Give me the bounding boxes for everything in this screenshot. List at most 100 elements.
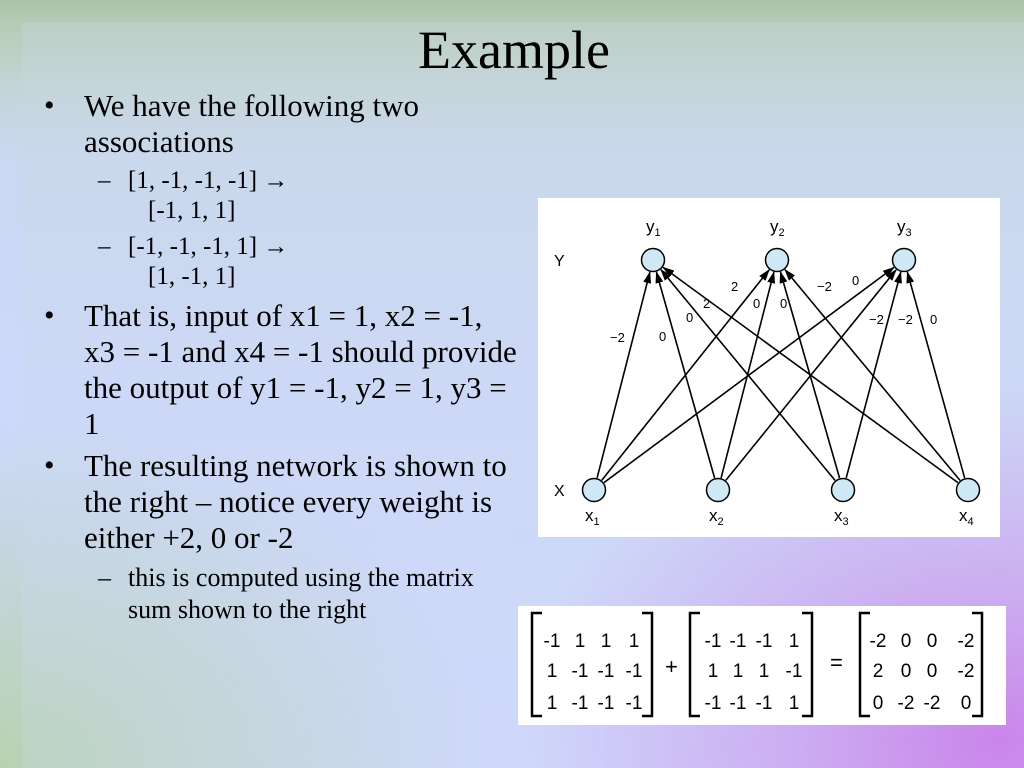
- bullet-dot-icon: •: [44, 449, 55, 482]
- matrix-cell: -1: [756, 631, 773, 652]
- output-nodes: [640, 247, 917, 273]
- matrix-cell: -1: [730, 631, 747, 652]
- association-output: [1, -1, 1]: [148, 263, 236, 290]
- bracket-right: [972, 611, 984, 718]
- matrix-cell: 0: [901, 661, 912, 682]
- weight-label: 0: [659, 329, 666, 344]
- output-label-y3: y3: [897, 217, 912, 239]
- layer-label-x: X: [554, 483, 565, 500]
- matrix-cell: -1: [572, 661, 589, 682]
- weight-label: 2: [731, 279, 738, 294]
- bullet-text: We have the following two associations: [84, 88, 419, 159]
- sub-bullet-text: this is computed using the matrix sum sh…: [128, 563, 474, 624]
- matrix-cell: -1: [756, 693, 773, 714]
- input-nodes: [581, 477, 981, 503]
- matrix-cell: 1: [733, 661, 744, 682]
- slide-body: • We have the following two associations…: [40, 88, 520, 632]
- input-node-x3: [830, 477, 856, 503]
- equals-sign: =: [830, 650, 843, 675]
- weight-label: 0: [780, 296, 787, 311]
- association-output: [-1, 1, 1]: [148, 197, 236, 224]
- matrix-cell: 1: [547, 693, 558, 714]
- connection-x1-y1: [596, 271, 652, 479]
- matrix-cell: 1: [547, 661, 558, 682]
- weight-label: −2: [869, 312, 884, 327]
- matrix-cell: 2: [873, 661, 884, 682]
- bracket-left: [688, 611, 700, 718]
- matrix-cell: -1: [598, 693, 615, 714]
- connection-x4-y1: [662, 266, 959, 484]
- matrix-cell: 0: [961, 693, 972, 714]
- matrix-cell: -2: [870, 631, 887, 652]
- input-node-x2: [705, 477, 731, 503]
- layer-label-y: Y: [554, 253, 565, 270]
- matrix-cell: 1: [601, 631, 612, 652]
- sub-bullet-association-2: – [-1, -1, -1, 1] → [1, -1, 1]: [40, 232, 520, 292]
- association-input: [1, -1, -1, -1] →: [128, 167, 289, 194]
- bracket-right: [802, 611, 814, 718]
- input-label-x2: x2: [709, 506, 724, 528]
- output-label-y1: y1: [646, 217, 661, 239]
- matrix-cell: -1: [705, 693, 722, 714]
- output-label-y2: y2: [770, 217, 785, 239]
- output-node-y2: [764, 247, 790, 273]
- bracket-left: [858, 611, 870, 718]
- weight-label: 0: [753, 296, 760, 311]
- matrix-cell: -2: [958, 661, 975, 682]
- matrix-cell: -1: [786, 661, 803, 682]
- matrix-cell: 0: [873, 693, 884, 714]
- matrix-cell: -2: [958, 631, 975, 652]
- bullet-associations: • We have the following two associations: [40, 88, 520, 160]
- matrix-cell: 1: [789, 631, 800, 652]
- matrix-cell: 1: [708, 661, 719, 682]
- dash-icon: –: [98, 233, 111, 260]
- bullet-dot-icon: •: [44, 89, 55, 122]
- bracket-left: [530, 611, 542, 718]
- sub-bullet-association-1: – [1, -1, -1, -1] → [-1, 1, 1]: [40, 166, 520, 226]
- weight-label: 2: [703, 296, 710, 311]
- matrix-cell: -1: [626, 661, 643, 682]
- matrix-cell: 0: [901, 631, 912, 652]
- matrix-cell: 0: [927, 631, 938, 652]
- connection-x4-y3: [906, 271, 966, 479]
- connection-x2-y1: [655, 271, 716, 479]
- matrix-cell: 0: [927, 661, 938, 682]
- matrix-cell: -2: [924, 693, 941, 714]
- matrix-cell: 1: [789, 693, 800, 714]
- bullet-input-output: • That is, input of x1 = 1, x2 = -1, x3 …: [40, 298, 520, 442]
- connection-x4-y2: [784, 268, 961, 481]
- weight-label: 0: [852, 273, 859, 288]
- output-node-y3: [891, 247, 917, 273]
- sub-bullet-matrix-sum: – this is computed using the matrix sum …: [40, 562, 520, 626]
- matrix-cell: 1: [759, 661, 770, 682]
- bracket-right: [642, 611, 654, 718]
- connection-lines: [596, 266, 966, 484]
- plus-sign: +: [665, 654, 678, 679]
- weight-label: −2: [898, 312, 913, 327]
- bullet-network: • The resulting network is shown to the …: [40, 448, 520, 556]
- weight-label: 0: [686, 310, 693, 325]
- input-label-x1: x1: [585, 506, 600, 528]
- input-node-x1: [581, 477, 607, 503]
- matrix-cell: 1: [575, 631, 586, 652]
- input-node-x4: [955, 477, 981, 503]
- matrix-cell: -1: [598, 661, 615, 682]
- matrix-cell: 1: [629, 631, 640, 652]
- weight-label: −2: [610, 330, 625, 345]
- bullet-text: The resulting network is shown to the ri…: [84, 448, 507, 555]
- input-label-x3: x3: [834, 506, 849, 528]
- connection-x3-y1: [660, 268, 836, 481]
- bullet-text: That is, input of x1 = 1, x2 = -1, x3 = …: [84, 298, 517, 441]
- matrix-cell: -1: [572, 693, 589, 714]
- dash-icon: –: [98, 167, 111, 194]
- association-input: [-1, -1, -1, 1] →: [128, 233, 289, 260]
- weight-label: −2: [817, 279, 832, 294]
